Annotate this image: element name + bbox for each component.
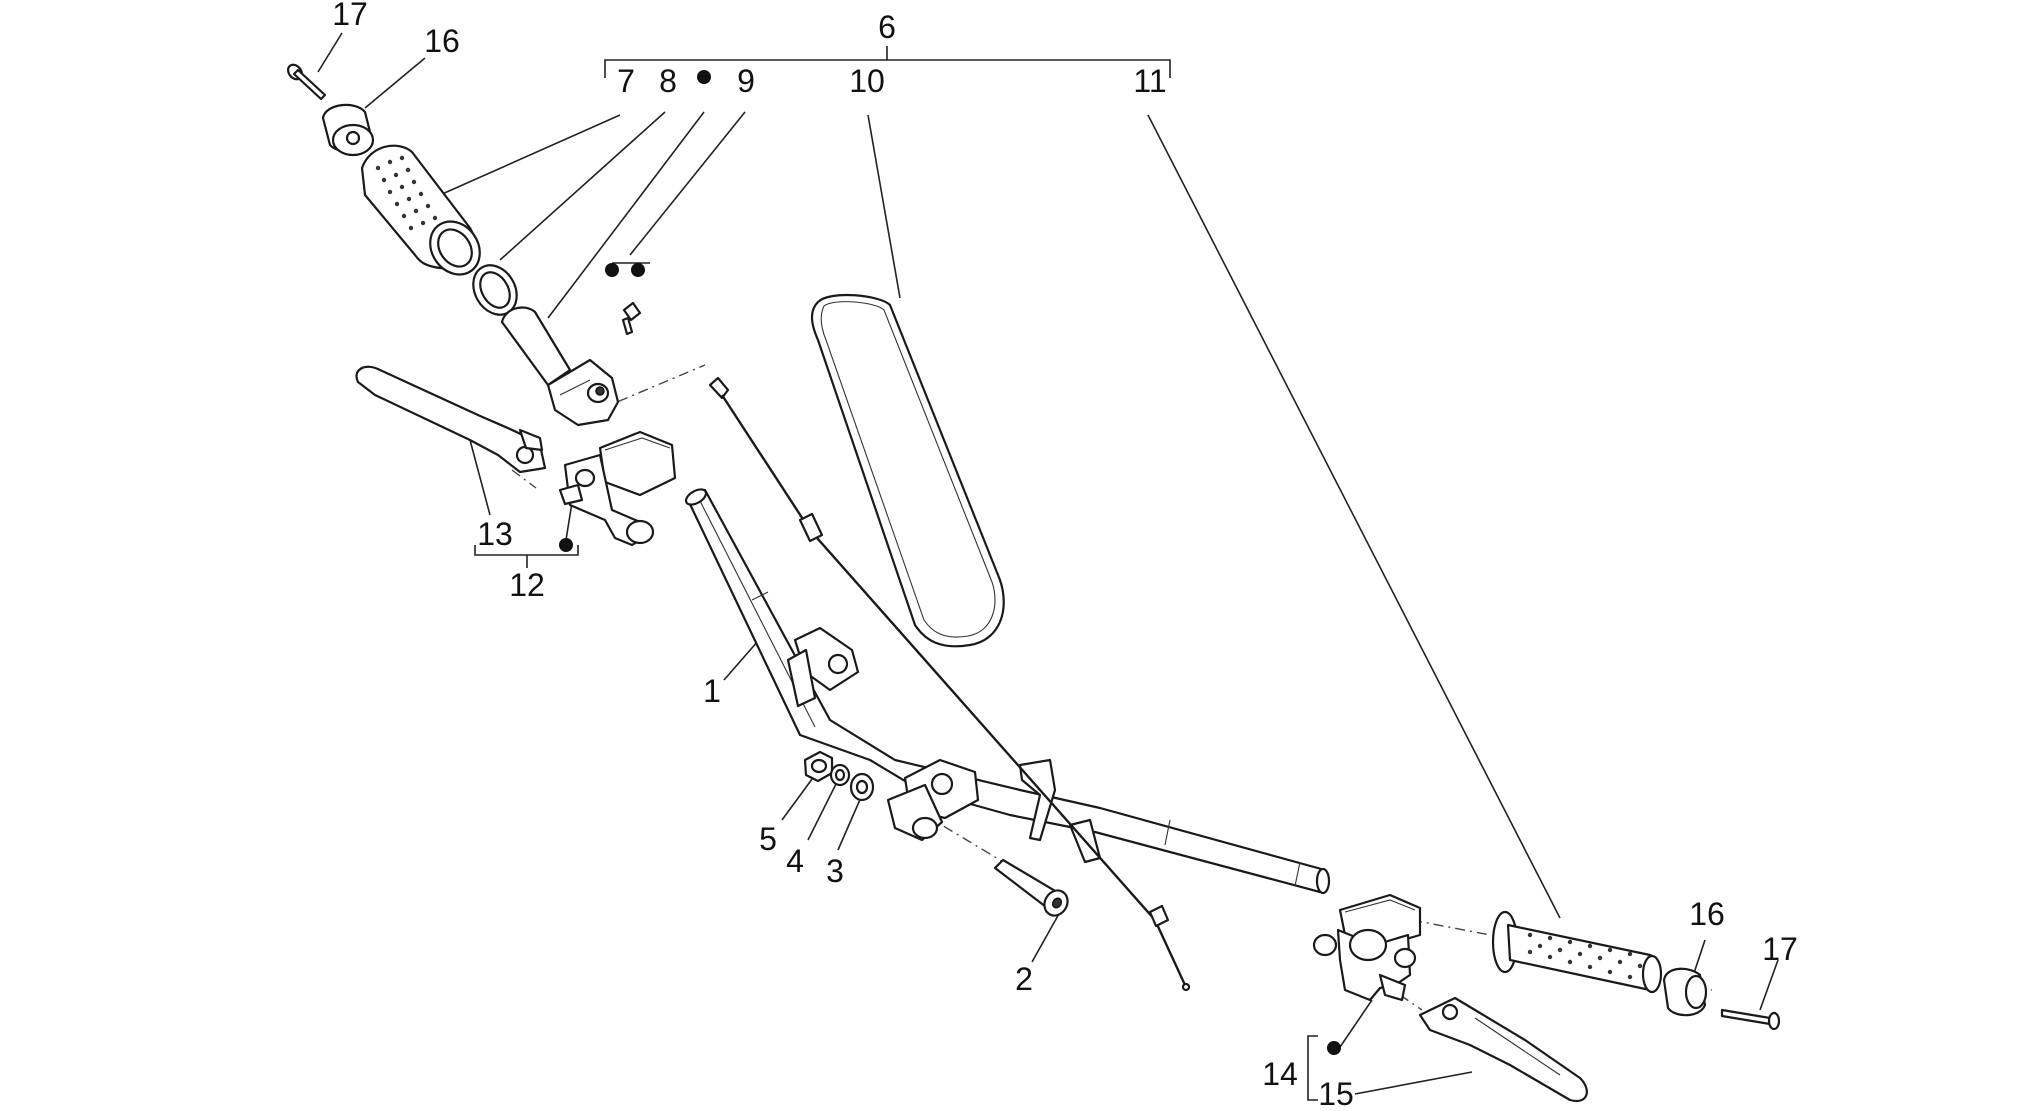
right-end-screw — [1720, 1008, 1781, 1031]
callout-16-top: 16 — [424, 23, 460, 59]
handlebar-tube — [684, 488, 1331, 895]
bullet-icon — [1327, 1041, 1341, 1055]
set-screw — [621, 301, 642, 336]
washer-small — [829, 763, 851, 787]
callout-7: 7 — [617, 63, 635, 99]
callout-14: 14 — [1262, 1056, 1298, 1092]
callout-2: 2 — [1015, 961, 1033, 997]
left-end-screw — [287, 63, 327, 101]
right-end-cap — [1662, 967, 1708, 1017]
left-master-cylinder — [558, 430, 677, 547]
nut — [803, 750, 834, 783]
bullet-icon — [697, 70, 711, 84]
callout-9: 9 — [737, 63, 755, 99]
callout-6: 6 — [878, 9, 896, 45]
callout-12: 12 — [509, 567, 545, 603]
callout-15: 15 — [1318, 1076, 1354, 1111]
callout-3: 3 — [826, 853, 844, 889]
left-grip — [360, 144, 481, 276]
throttle-housing — [500, 306, 620, 427]
callout-labels: 1 2 3 4 5 6 7 8 9 10 11 12 13 14 15 16 1… — [332, 0, 1798, 1111]
callout-8: 8 — [659, 63, 677, 99]
callout-10: 10 — [849, 63, 885, 99]
callout-1: 1 — [703, 673, 721, 709]
o-ring — [472, 264, 518, 316]
callout-4: 4 — [786, 843, 804, 879]
left-end-cap — [321, 103, 375, 157]
bullet-icon — [631, 263, 645, 277]
callout-11: 11 — [1133, 63, 1166, 99]
bullet-markers — [559, 70, 1341, 1055]
cable-loop — [810, 293, 1005, 648]
alignment-lines — [511, 364, 1713, 1011]
right-master-cylinder — [1312, 893, 1422, 1002]
right-brake-lever — [1418, 996, 1588, 1103]
bullet-icon — [605, 263, 619, 277]
throttle-cable — [708, 376, 1191, 992]
right-grip — [1491, 910, 1663, 994]
callout-13: 13 — [477, 516, 513, 552]
callout-17-top: 17 — [332, 0, 368, 32]
washer-large — [849, 772, 875, 802]
callout-16-bottom: 16 — [1689, 896, 1725, 932]
bolt — [993, 858, 1069, 917]
leader-lines — [317, 32, 1779, 1101]
bullet-icon — [559, 538, 573, 552]
left-brake-lever — [355, 365, 547, 474]
callout-17-bottom: 17 — [1762, 931, 1798, 967]
callout-5: 5 — [759, 821, 777, 857]
